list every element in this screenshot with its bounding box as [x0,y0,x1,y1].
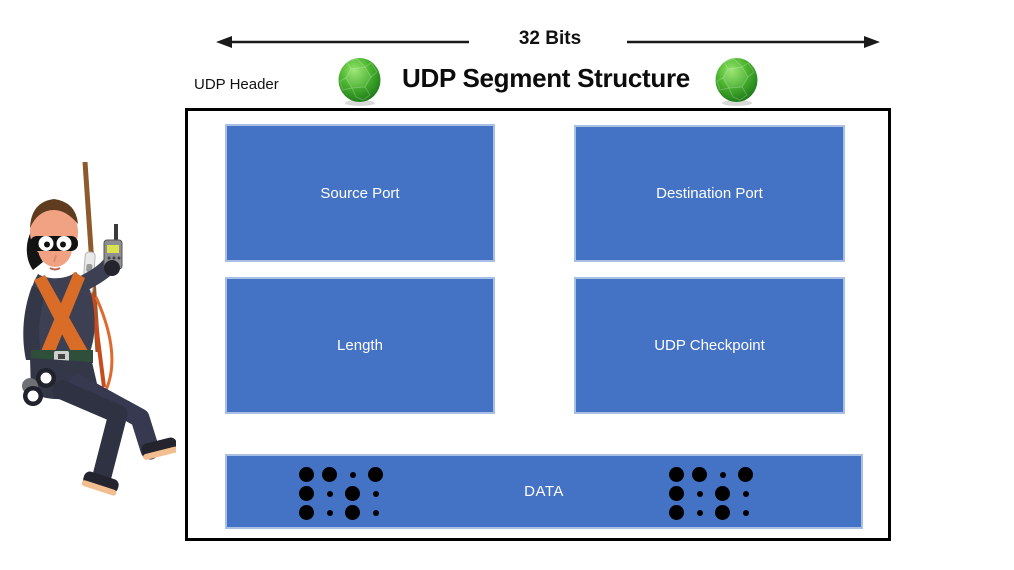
field-udp-checkpoint-label: UDP Checkpoint [654,337,765,354]
data-dot [738,467,753,482]
bits-label: 32 Bits [518,28,582,49]
field-destination-port: Destination Port [574,125,845,262]
data-dot [299,467,314,482]
data-dot [742,509,749,516]
data-dot [696,509,703,516]
data-dot [349,471,356,478]
data-dots-left [295,465,387,522]
bits-arrow-left [216,36,469,48]
data-dot [345,505,360,520]
data-dot [719,471,726,478]
data-dot [345,486,360,501]
right-shoe [141,437,176,460]
data-dot [368,467,383,482]
bits-arrow-right [627,36,880,48]
left-arm [23,286,46,360]
field-destination-port-label: Destination Port [656,185,763,202]
data-dot [372,509,379,516]
data-dot [322,467,337,482]
diagram-title: UDP Segment Structure [402,63,690,93]
spy-climber-illustration [22,161,176,496]
data-dot [669,505,684,520]
field-source-port: Source Port [225,124,495,262]
green-gem-icon [715,58,758,106]
data-dot [669,467,684,482]
data-dot [715,505,730,520]
right-glove [104,260,120,276]
data-dot [669,486,684,501]
data-dot [326,490,333,497]
data-dots-right [665,465,757,522]
data-dot [299,486,314,501]
data-dot [692,467,707,482]
binoculars [22,368,56,406]
field-source-port-label: Source Port [320,184,400,202]
field-length-label: Length [337,337,383,354]
hair [30,199,78,228]
field-length: Length [225,277,495,414]
data-dot [299,505,314,520]
field-udp-checkpoint: UDP Checkpoint [574,277,845,414]
data-dot [715,486,730,501]
data-dot [372,490,379,497]
green-gem-icon [338,58,381,106]
data-dot [742,490,749,497]
head [30,199,78,271]
data-dot [326,509,333,516]
left-shoe [81,471,119,496]
data-dot [696,490,703,497]
udp-header-label: UDP Header [194,76,279,93]
harness-straps [34,272,92,365]
field-data: DATA [225,454,863,529]
legs [52,374,160,486]
